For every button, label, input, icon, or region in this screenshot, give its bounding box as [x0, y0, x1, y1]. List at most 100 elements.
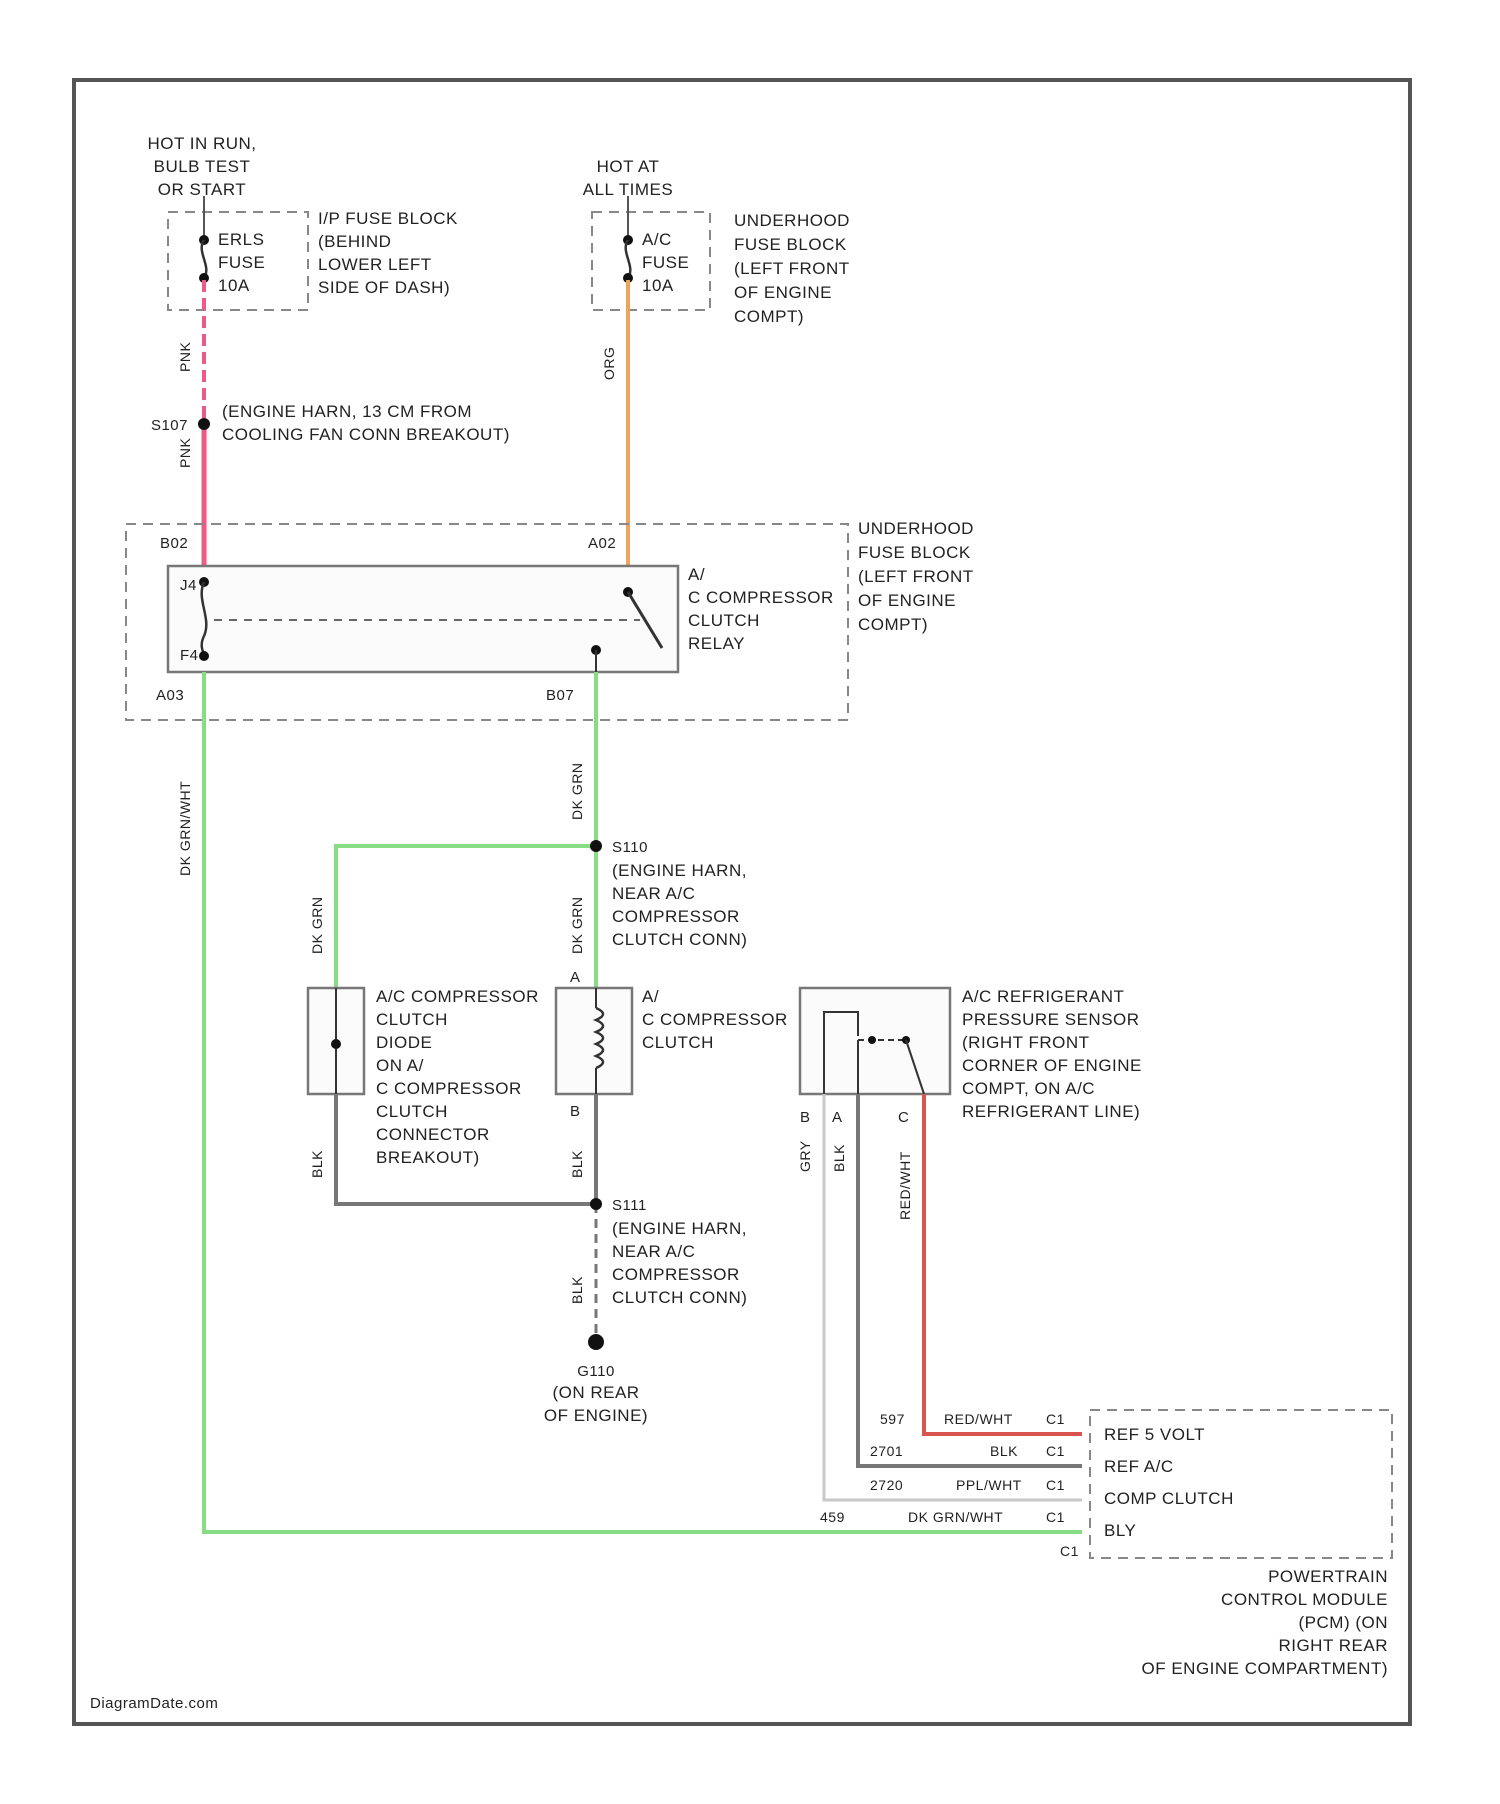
ground-symbol [588, 1334, 604, 1350]
fuse-right-location-3: (LEFT FRONT [734, 259, 850, 278]
pcm-wire-color-2: BLK [990, 1443, 1018, 1459]
sensor-desc-2: PRESSURE SENSOR [962, 1010, 1140, 1029]
diode-desc-4: ON A/ [376, 1056, 424, 1075]
diode-desc-8: BREAKOUT) [376, 1148, 480, 1167]
sensor-pin-c: C [898, 1109, 909, 1126]
relay-location-3: (LEFT FRONT [858, 567, 974, 586]
diode-node [331, 1039, 341, 1049]
pcm-wire-color-4: DK GRN/WHT [908, 1509, 1003, 1525]
pcm-function-1: REF 5 VOLT [1104, 1425, 1205, 1444]
fuse-left-name-3: 10A [218, 276, 250, 295]
fuse-left-hot-label-3: OR START [158, 180, 246, 199]
fuse-right-location-4: OF ENGINE [734, 283, 832, 302]
ground-desc-1: (ON REAR [552, 1383, 639, 1402]
sensor-desc-1: A/C REFRIGERANT [962, 987, 1124, 1006]
wire-red-label: RED/WHT [897, 1151, 913, 1220]
fuse-left-location-1: I/P FUSE BLOCK [318, 209, 458, 228]
splice-s111-desc-2: NEAR A/C [612, 1242, 695, 1261]
splice-s111-desc-1: (ENGINE HARN, [612, 1219, 747, 1238]
splice-s107-desc-2: COOLING FAN CONN BREAKOUT) [222, 425, 510, 444]
pcm-name-3: (PCM) (ON [1299, 1613, 1388, 1632]
splice-s107 [198, 418, 210, 430]
diagram-frame [74, 80, 1410, 1724]
splice-s107-id: S107 [151, 417, 188, 434]
wire-black-label-3: BLK [569, 1276, 585, 1304]
watermark: DiagramDate.com [90, 1695, 218, 1712]
diode-desc-3: DIODE [376, 1033, 432, 1052]
splice-s111 [590, 1198, 602, 1210]
wire-black-label-1: BLK [309, 1150, 325, 1178]
relay-name-2: C COMPRESSOR [688, 588, 834, 607]
wire-green-label-1: DK GRN [569, 763, 585, 820]
fuse-right-location-5: COMPT) [734, 307, 804, 326]
relay-location-5: COMPT) [858, 615, 928, 634]
relay-name-4: RELAY [688, 634, 745, 653]
diode-desc-5: C COMPRESSOR [376, 1079, 522, 1098]
wire-green-label-2: DK GRN [309, 897, 325, 954]
relay-location-2: FUSE BLOCK [858, 543, 971, 562]
relay-pin-b07: B07 [546, 687, 574, 704]
pcm-conn-4: C1 [1046, 1509, 1065, 1525]
sensor-desc-3: (RIGHT FRONT [962, 1033, 1090, 1052]
relay-location-1: UNDERHOOD [858, 519, 974, 538]
wire-pink-label-2: PNK [177, 438, 193, 468]
pcm-name-4: RIGHT REAR [1278, 1636, 1388, 1655]
fuse-left-location-2: (BEHIND [318, 232, 391, 251]
diode-desc-2: CLUTCH [376, 1010, 448, 1029]
sensor-pin-a: A [832, 1109, 843, 1126]
pcm-c-label: C1 [1060, 1543, 1079, 1559]
splice-s111-desc-4: CLUTCH CONN) [612, 1288, 747, 1307]
splice-s110-desc-3: COMPRESSOR [612, 907, 740, 926]
splice-s111-id: S111 [612, 1197, 647, 1214]
wire-green-pcm-label: DK GRN/WHT [177, 781, 193, 876]
clutch-desc-2: C COMPRESSOR [642, 1010, 788, 1029]
clutch-desc-3: CLUTCH [642, 1033, 714, 1052]
fuse-left-name-1: ERLS [218, 230, 264, 249]
clutch-desc-1: A/ [642, 987, 659, 1006]
pcm-function-4: BLY [1104, 1521, 1136, 1540]
sensor-pin-b: B [800, 1109, 811, 1126]
pcm-name-2: CONTROL MODULE [1221, 1590, 1388, 1609]
clutch-box [556, 988, 632, 1094]
fuse-left-hot-label-2: BULB TEST [154, 157, 251, 176]
pcm-circuit-1: 597 [880, 1411, 905, 1427]
pcm-conn-2: C1 [1046, 1443, 1065, 1459]
sensor-node-1 [868, 1036, 876, 1044]
fuse-left-name-2: FUSE [218, 253, 265, 272]
splice-s110 [590, 840, 602, 852]
pcm-function-2: REF A/C [1104, 1457, 1174, 1476]
splice-s111-desc-3: COMPRESSOR [612, 1265, 740, 1284]
splice-s110-id: S110 [612, 839, 648, 856]
fuse-left-location-4: SIDE OF DASH) [318, 278, 450, 297]
fuse-right-location-2: FUSE BLOCK [734, 235, 847, 254]
relay-pin-a02: A02 [588, 535, 616, 552]
relay-coil-terminal-bottom [199, 651, 209, 661]
pcm-name-1: POWERTRAIN [1268, 1567, 1388, 1586]
fuse-right-hot-label-1: HOT AT [597, 157, 660, 176]
fuse-right-name-2: FUSE [642, 253, 689, 272]
splice-s110-desc-2: NEAR A/C [612, 884, 695, 903]
ground-id: G110 [577, 1363, 615, 1380]
diode-desc-1: A/C COMPRESSOR [376, 987, 539, 1006]
relay-name-1: A/ [688, 565, 705, 584]
relay-coil-top-pin: J4 [180, 577, 197, 594]
fuse-right-location-1: UNDERHOOD [734, 211, 850, 230]
ground-desc-2: OF ENGINE) [544, 1406, 648, 1425]
wire-orange-label: ORG [601, 347, 617, 380]
wire-black-sensor-label: BLK [831, 1144, 847, 1172]
splice-s110-desc-4: CLUTCH CONN) [612, 930, 747, 949]
relay-pin-b02: B02 [160, 535, 188, 552]
clutch-pin-b: B [570, 1103, 581, 1120]
pcm-name-5: OF ENGINE COMPARTMENT) [1142, 1659, 1389, 1678]
pcm-wire-color-3: PPL/WHT [956, 1477, 1022, 1493]
fuse-left-location-3: LOWER LEFT [318, 255, 432, 274]
splice-s107-desc-1: (ENGINE HARN, 13 CM FROM [222, 402, 472, 421]
sensor-desc-6: REFRIGERANT LINE) [962, 1102, 1140, 1121]
relay-pin-a03: A03 [156, 687, 184, 704]
wire-green-label-3: DK GRN [569, 897, 585, 954]
pcm-circuit-4: 459 [820, 1509, 845, 1525]
fuse-right-name-3: 10A [642, 276, 674, 295]
wire-black-label-2: BLK [569, 1150, 585, 1178]
relay-coil-bottom-pin: F4 [180, 647, 199, 664]
